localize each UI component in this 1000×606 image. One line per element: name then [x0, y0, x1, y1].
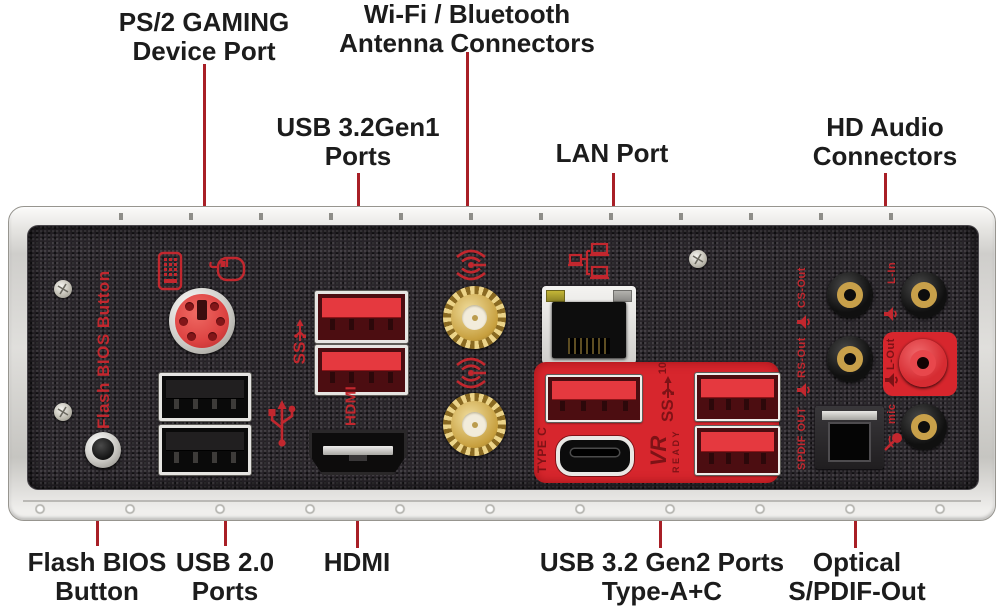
usb32gen2-port-a-top [695, 373, 780, 421]
speaker-icon [795, 312, 813, 337]
type-c-panel-label: TYPE C [535, 426, 549, 474]
speaker-icon [883, 370, 901, 395]
label-line: Ports [191, 576, 259, 606]
usb2-port-top [159, 373, 251, 421]
antenna-connector-top [443, 286, 506, 349]
mouse-icon [208, 254, 248, 289]
keyboard-icon [156, 251, 184, 296]
usb2-port-bottom [159, 425, 251, 475]
label-usb32gen1-ports: USB 3.2Gen1 Ports [276, 113, 439, 171]
hdmi-panel-label: HDMI [342, 385, 360, 427]
flash-bios-panel-label: Flash BIOS Button [94, 270, 113, 430]
flash-bios-button [85, 432, 121, 468]
cs-out-jack [827, 272, 873, 318]
screw-icon [689, 250, 707, 268]
ps2-port [169, 288, 235, 354]
optical-hole [830, 424, 869, 460]
label-flash-bios-button: Flash BIOS Button [28, 548, 167, 606]
ss-text: SS [658, 399, 677, 422]
hdmi-port [309, 430, 407, 475]
l-in-jack [901, 272, 947, 318]
ready-text: READY [670, 429, 681, 474]
vr-text: VR [645, 435, 671, 467]
mic-label: mic [886, 403, 898, 425]
ss-text: SS [290, 341, 309, 365]
lan-icon [566, 241, 612, 290]
label-hd-audio-connectors: HD Audio Connectors [813, 113, 957, 171]
screw-icon [54, 403, 72, 421]
lan-jack [552, 302, 626, 358]
speaker-icon [795, 380, 813, 405]
label-line: Wi-Fi / Bluetooth [363, 0, 571, 29]
label-line: Device Port [132, 36, 276, 66]
label-wifi-bluetooth-antenna: Wi-Fi / Bluetooth Antenna Connectors [339, 0, 595, 58]
usb3-ss-icon: SS [289, 313, 311, 369]
spdif-out-label: SPDIF OUT [796, 406, 808, 470]
gen2-speed-text: 10 [657, 362, 669, 375]
l-out-jack [899, 339, 947, 387]
l-out-label: L-Out [885, 338, 897, 370]
label-line: HDMI [323, 547, 391, 577]
lan-led-right [613, 290, 632, 302]
label-line: Type-A+C [601, 576, 723, 606]
optical-spdif-port [815, 406, 884, 469]
label-line: USB 3.2Gen1 [276, 112, 440, 142]
label-line: LAN Port [555, 138, 669, 168]
label-line: USB 2.0 [175, 547, 275, 577]
wifi-antenna-icon [450, 352, 492, 397]
microphone-icon [881, 430, 905, 459]
usb32gen2-port-a-left [546, 375, 642, 422]
antenna-connector-bottom [443, 393, 506, 456]
lan-led-left [546, 290, 565, 302]
label-line: Connectors [812, 141, 958, 171]
label-line: PS/2 GAMING [118, 7, 290, 37]
rs-out-jack [827, 336, 873, 382]
label-line: S/PDIF-Out [788, 576, 926, 606]
label-line: Ports [324, 141, 392, 171]
hdmi-slot [323, 446, 393, 455]
usb32gen2-port-a-bottom [695, 426, 780, 475]
optical-flap [822, 411, 877, 420]
screw-icon [54, 280, 72, 298]
cs-out-label: CS-Out [796, 267, 808, 309]
l-in-label: L-In [886, 261, 898, 285]
rs-out-label: RS-Out [796, 337, 808, 379]
label-hdmi: HDMI [324, 548, 390, 577]
label-optical-spdif-out: Optical S/PDIF-Out [788, 548, 925, 606]
usb32gen2-ss10-icon: SS 10 [656, 360, 680, 424]
label-line: Button [55, 576, 139, 606]
label-usb20-ports: USB 2.0 Ports [176, 548, 274, 606]
label-ps2-gaming-device-port: PS/2 GAMING Device Port [119, 8, 289, 66]
frame-rivets [35, 504, 969, 515]
hdmi-notch [349, 455, 367, 461]
label-line: USB 3.2 Gen2 Ports [539, 547, 785, 577]
label-usb32gen2-ports: USB 3.2 Gen2 Ports Type-A+C [540, 548, 784, 606]
usb-icon [262, 398, 302, 453]
usb32gen1-port-bottom [315, 345, 408, 395]
frame-notches [53, 213, 951, 220]
flash-bios-button-cap [92, 438, 114, 460]
frame-groove [23, 500, 981, 502]
mic-jack [901, 404, 947, 450]
label-lan-port: LAN Port [556, 139, 669, 168]
ps2-key-notch [197, 300, 207, 320]
label-line: Flash BIOS [27, 547, 167, 577]
label-line: HD Audio [826, 112, 944, 142]
usb-type-c-port [556, 436, 634, 476]
usb32gen1-port-top [315, 291, 408, 343]
wifi-antenna-icon [450, 244, 492, 289]
vr-ready-logo: VR READY [644, 423, 684, 479]
speaker-icon [882, 304, 900, 329]
lan-port [542, 286, 636, 364]
label-line: Optical [812, 547, 902, 577]
